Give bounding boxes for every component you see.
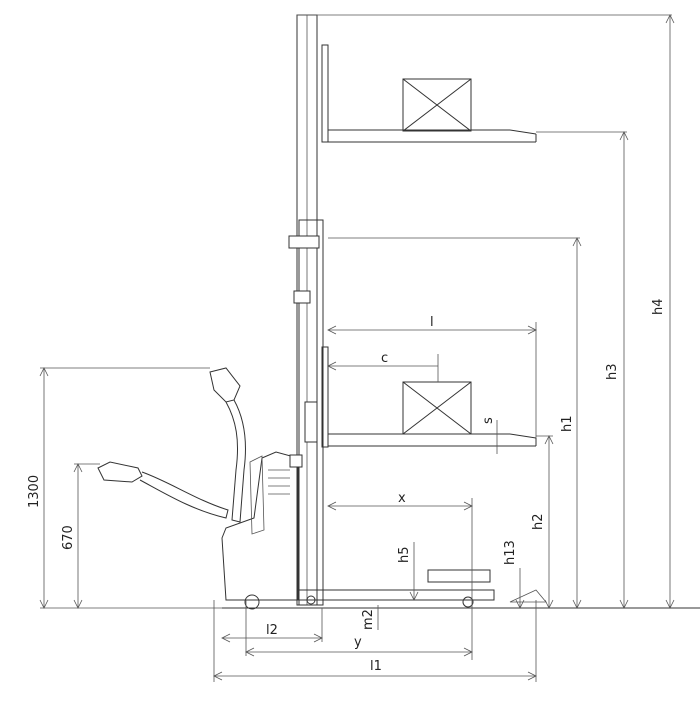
dim-l1 (213, 600, 537, 682)
lower-load-box (402, 381, 472, 435)
label-h1: h1 (560, 415, 575, 432)
upper-load-box (402, 78, 472, 132)
label-670: 670 (61, 525, 76, 550)
label-1300: 1300 (27, 475, 42, 508)
dim-670 (73, 463, 100, 609)
label-h3: h3 (605, 363, 620, 380)
dim-l (327, 322, 537, 438)
dim-l2 (221, 608, 323, 643)
dim-h13 (515, 568, 525, 609)
label-h5: h5 (397, 546, 412, 563)
truck-body (221, 451, 303, 601)
dim-h4 (665, 14, 675, 609)
label-h4: h4 (651, 298, 666, 315)
label-m2: m2 (361, 609, 376, 630)
dim-x (327, 498, 473, 660)
base-chassis (244, 569, 547, 610)
label-l: l (430, 315, 434, 330)
label-h2: h2 (531, 513, 546, 530)
dim-h2 (544, 435, 554, 609)
label-s: s (481, 417, 496, 424)
tiller-upright (209, 367, 247, 523)
tiller-lowered (97, 461, 229, 519)
upper-fork (321, 44, 627, 143)
label-c: c (381, 351, 388, 366)
label-y: y (354, 635, 362, 650)
dim-c (327, 354, 439, 382)
dim-h5 (409, 542, 419, 601)
dim-y (245, 600, 473, 657)
label-l1: l1 (370, 659, 382, 674)
label-l2: l2 (266, 623, 278, 638)
dim-1300 (39, 367, 210, 609)
lower-fork (321, 346, 553, 448)
label-h13: h13 (503, 540, 518, 565)
dim-h3 (619, 131, 629, 609)
label-x: x (398, 491, 406, 506)
mast (288, 14, 672, 606)
dim-h1 (328, 237, 582, 609)
